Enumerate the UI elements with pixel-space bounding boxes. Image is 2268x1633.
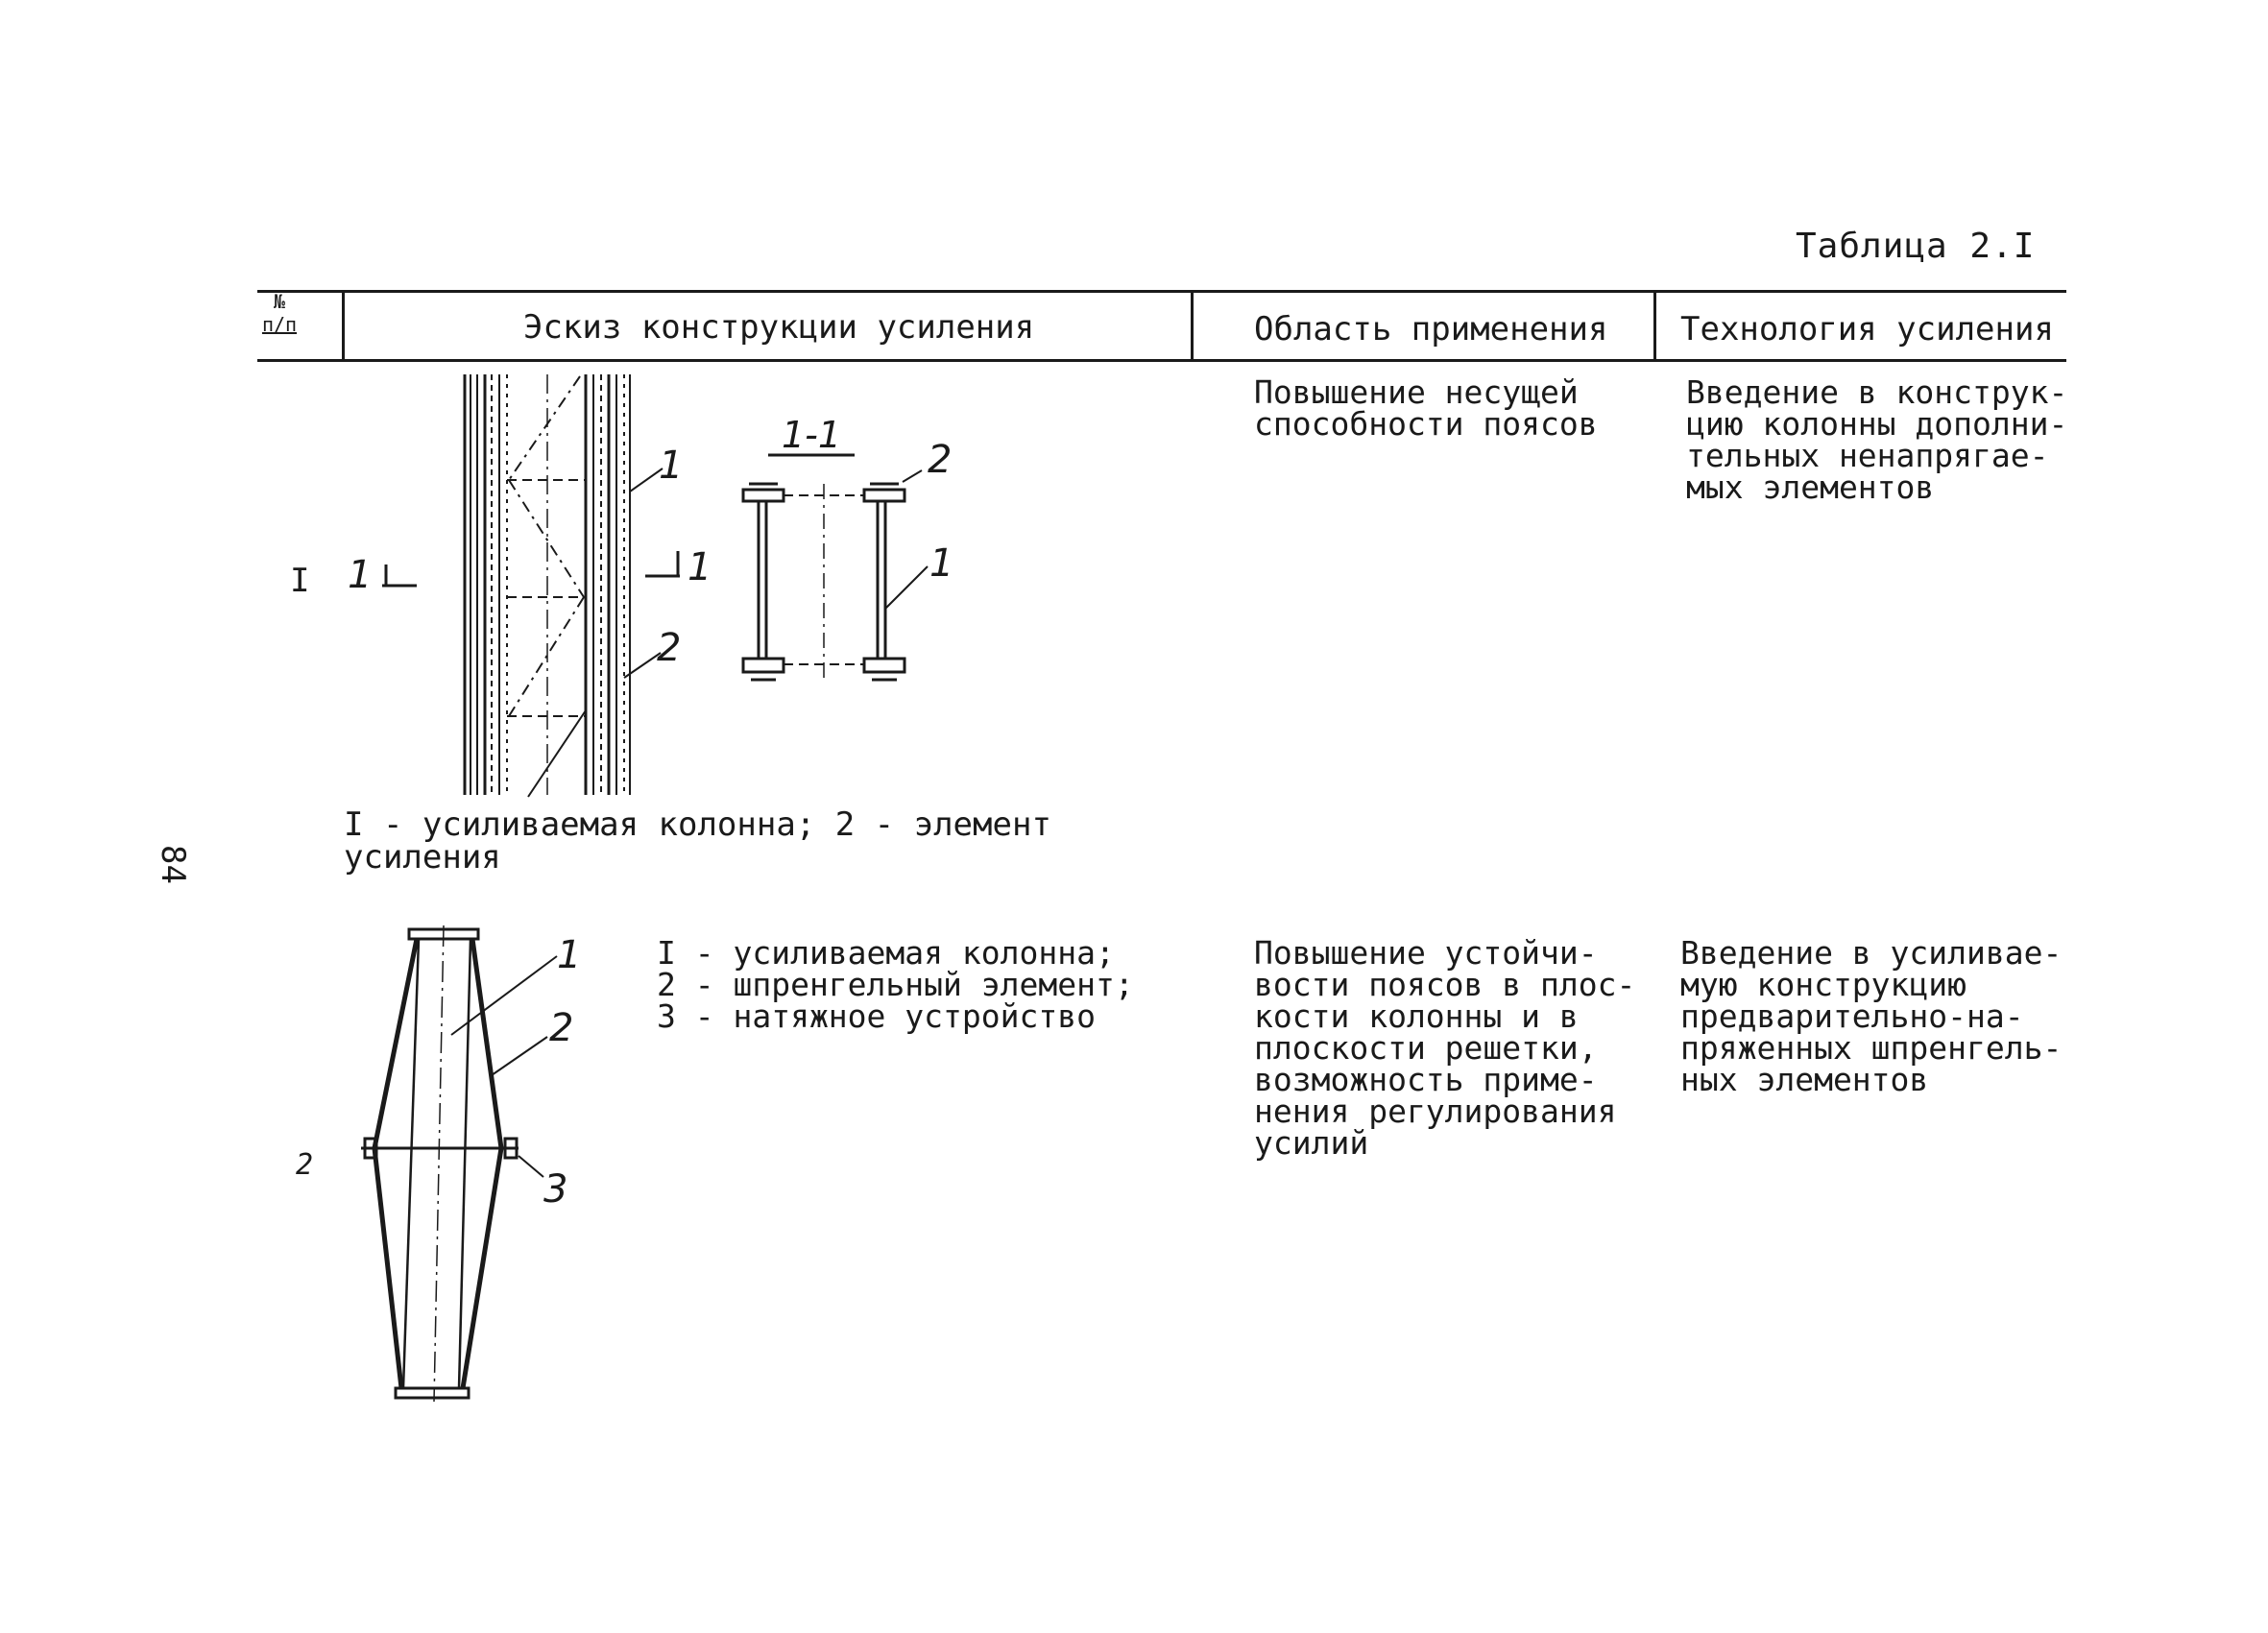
row-2-technology: Введение в усиливае- мую конструкцию пре… [1680, 934, 2063, 1098]
row-1-technology: Введение в конструк- цию колонны дополни… [1686, 373, 2068, 506]
callout-1-section: 1 [929, 541, 953, 586]
sprengel-column-drawing [361, 925, 558, 1403]
table-header-rule [257, 359, 2066, 362]
row-1-area: Повышение несущей способности поясов [1254, 373, 1598, 443]
header-technology: Технология усиления [1680, 310, 2054, 348]
col-divider-1 [342, 290, 345, 361]
callout-2-sprengel: 2 [549, 1006, 573, 1050]
section-label: 1-1 [782, 414, 841, 456]
col-divider-2 [1191, 290, 1194, 361]
row-1-legend: I - усиливаемая колонна; 2 - элемент уси… [344, 805, 1051, 877]
section-drawing [741, 453, 929, 682]
row-1-number: I [290, 562, 310, 600]
column-elevation-drawing [382, 374, 680, 798]
callout-1-elevation: 1 [659, 444, 683, 488]
col-divider-3 [1653, 290, 1656, 361]
header-number: № п/п [252, 290, 307, 336]
row-2-area: Повышение устойчи- вости поясов в плос- … [1254, 934, 1636, 1162]
cut-label-right: 1 [688, 545, 712, 589]
header-area: Область применения [1254, 310, 1608, 348]
header-sketch: Эскиз конструкции усиления [523, 308, 1035, 347]
table-top-rule [257, 290, 2066, 293]
row-2-legend: I - усиливаемая колонна; 2 - шпренгельны… [657, 934, 1134, 1035]
callout-2-elevation: 2 [657, 626, 681, 670]
row-2-number: 2 [296, 1148, 314, 1182]
callout-3-sprengel: 3 [543, 1167, 567, 1212]
header-number-abbr: п/п [261, 313, 298, 336]
header-number-sign: № [273, 290, 286, 313]
table-caption: Таблица 2.I [1796, 227, 2036, 266]
callout-2-section: 2 [928, 438, 952, 482]
cut-label-left: 1 [348, 553, 372, 597]
callout-1-sprengel: 1 [557, 933, 581, 977]
